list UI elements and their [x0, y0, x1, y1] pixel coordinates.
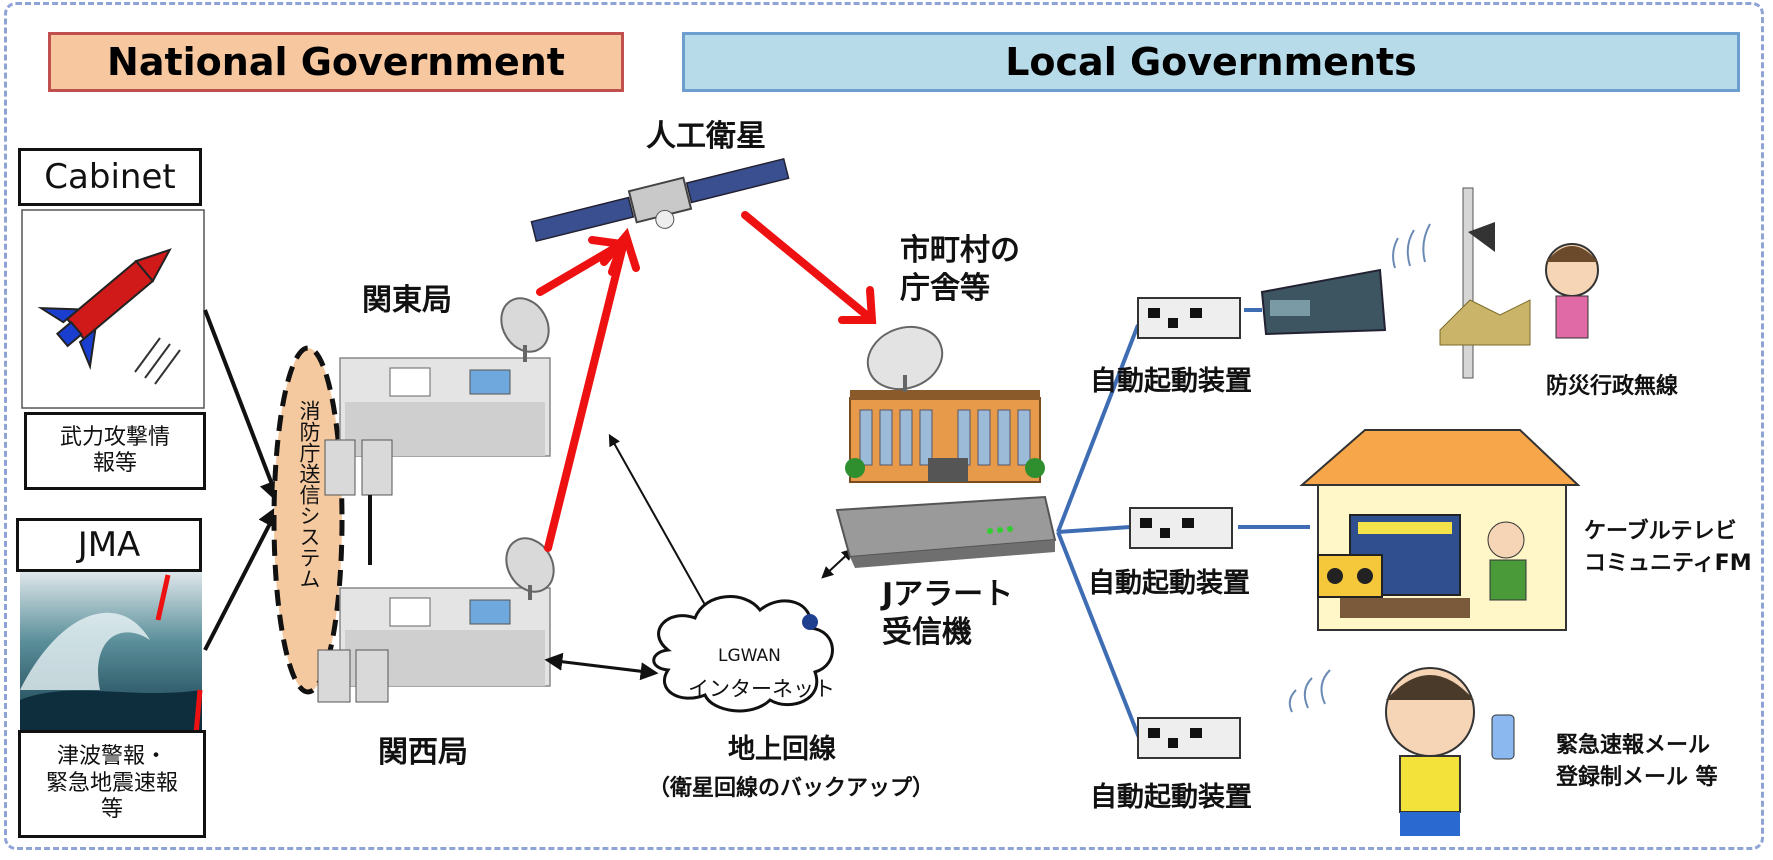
satellite-label: 人工衛星: [646, 119, 766, 154]
national-government-header: National Government: [48, 32, 624, 92]
emergency-mail-label: 緊急速報メール 登録制メール 等: [1556, 733, 1718, 790]
municipal-dish-icon: [866, 325, 944, 392]
signal-waves-2-icon: [1288, 669, 1331, 713]
kanto-dish-icon: [500, 297, 550, 362]
j-alert-receiver-label: Jアラート 受信機: [882, 577, 1014, 650]
tsunami-picture: [20, 566, 203, 735]
kansai-station-label: 関西局: [378, 735, 468, 770]
kansai-station-console: [317, 587, 551, 703]
cabinet-label: Cabinet: [18, 148, 202, 206]
cabinet-info-label: 武力攻撃情 報等: [24, 412, 206, 490]
cable-tv-fm-label: ケーブルテレビ コミュニティFM: [1584, 519, 1752, 576]
kansai-dish-icon: [505, 537, 555, 600]
dashed-frame: [4, 2, 1764, 850]
local-governments-header: Local Governments: [682, 32, 1740, 92]
lgwan-label: LGWAN: [718, 646, 781, 666]
distribution-branch-lines: [1056, 308, 1310, 741]
kansai-network-arrow: [544, 652, 659, 681]
receiver-network-arrow: [821, 548, 854, 579]
alarmed-child-icon: [1545, 243, 1599, 339]
cloud-dot-icon: [802, 614, 818, 630]
rocket-icon: [37, 248, 172, 371]
auto-start-device-1: [1137, 297, 1241, 339]
auto-start-device-label-1: 自動起動装置: [1090, 366, 1252, 397]
auto-start-device-label-3: 自動起動装置: [1090, 782, 1252, 813]
signal-waves-icon: [1392, 223, 1431, 269]
phone-user-icon: [1385, 667, 1515, 836]
lgwan-cloud: [652, 595, 834, 713]
satellite-backup-label: （衛星回線のバックアップ）: [648, 776, 935, 801]
fdma-system-oval: [271, 345, 345, 695]
auto-start-device-label-2: 自動起動装置: [1088, 568, 1250, 599]
disaster-radio-label: 防災行政無線: [1546, 374, 1679, 399]
jma-info-label: 津波警報・ 緊急地震速報 等: [18, 730, 206, 838]
radio-console-icon: [1260, 268, 1387, 336]
kanto-station-console: [324, 357, 551, 496]
missile-picture: [21, 209, 205, 409]
fdma-system-label: 消防庁送信システム: [297, 400, 321, 589]
jma-label: JMA: [16, 518, 202, 572]
satellite-icon: [530, 157, 790, 243]
house-tv-icon: [1299, 429, 1581, 631]
municipal-building-icon: [845, 390, 1045, 483]
auto-start-device-2: [1129, 507, 1233, 549]
loudspeaker-pole-icon: [1439, 187, 1531, 379]
kanto-network-arrow: [608, 433, 720, 631]
ground-line-label: 地上回線: [728, 734, 836, 765]
municipality-label: 市町村の 庁舎等: [900, 233, 1020, 306]
jma-to-fdma-arrow: [203, 503, 281, 651]
satellite-link-arrows: [536, 211, 877, 552]
auto-start-device-3: [1137, 717, 1241, 759]
internet-label: インターネット: [688, 677, 835, 701]
cabinet-to-fdma-arrow: [203, 309, 283, 505]
j-alert-receiver-icon: [835, 495, 1057, 568]
kanto-station-label: 関東局: [362, 283, 452, 318]
